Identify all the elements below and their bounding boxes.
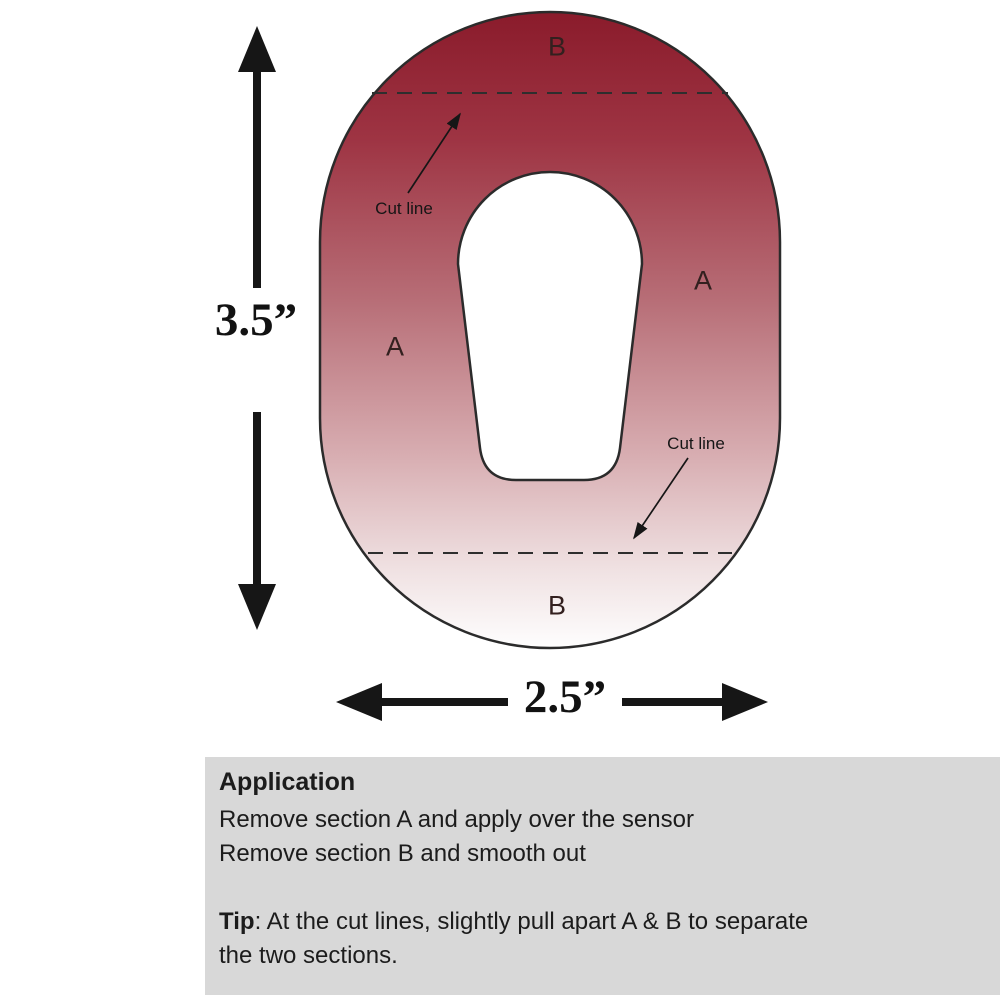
cut-line-top-label: Cut line — [375, 199, 433, 218]
width-dimension-label: 2.5” — [523, 671, 607, 723]
cut-line-bottom-pointer-arrow — [633, 457, 689, 540]
section-b-bottom-label: B — [547, 590, 567, 621]
instructions-spacer — [219, 871, 986, 905]
cut-line-top-pointer-arrow — [407, 112, 461, 194]
sensor-cutout — [456, 170, 644, 482]
section-b-top-label: B — [547, 31, 567, 62]
application-instructions-box: Application Remove section A and apply o… — [205, 757, 1000, 995]
cut-line-bottom-label: Cut line — [667, 434, 725, 453]
instruction-line-2: Remove section B and smooth out — [219, 839, 586, 867]
section-a-right-label: A — [693, 265, 713, 296]
instructions-title: Application — [219, 768, 356, 796]
instruction-line-1: Remove section A and apply over the sens… — [219, 805, 694, 833]
instruction-tip: Tip: At the cut lines, slightly pull apa… — [219, 905, 839, 973]
section-a-left-label: A — [385, 331, 405, 362]
height-dimension-arrow — [238, 26, 276, 630]
width-dimension-arrow — [336, 683, 768, 721]
tip-text: : At the cut lines, slightly pull apart … — [219, 907, 809, 969]
height-dimension-label: 3.5” — [214, 294, 298, 346]
tip-label: Tip — [219, 907, 255, 935]
